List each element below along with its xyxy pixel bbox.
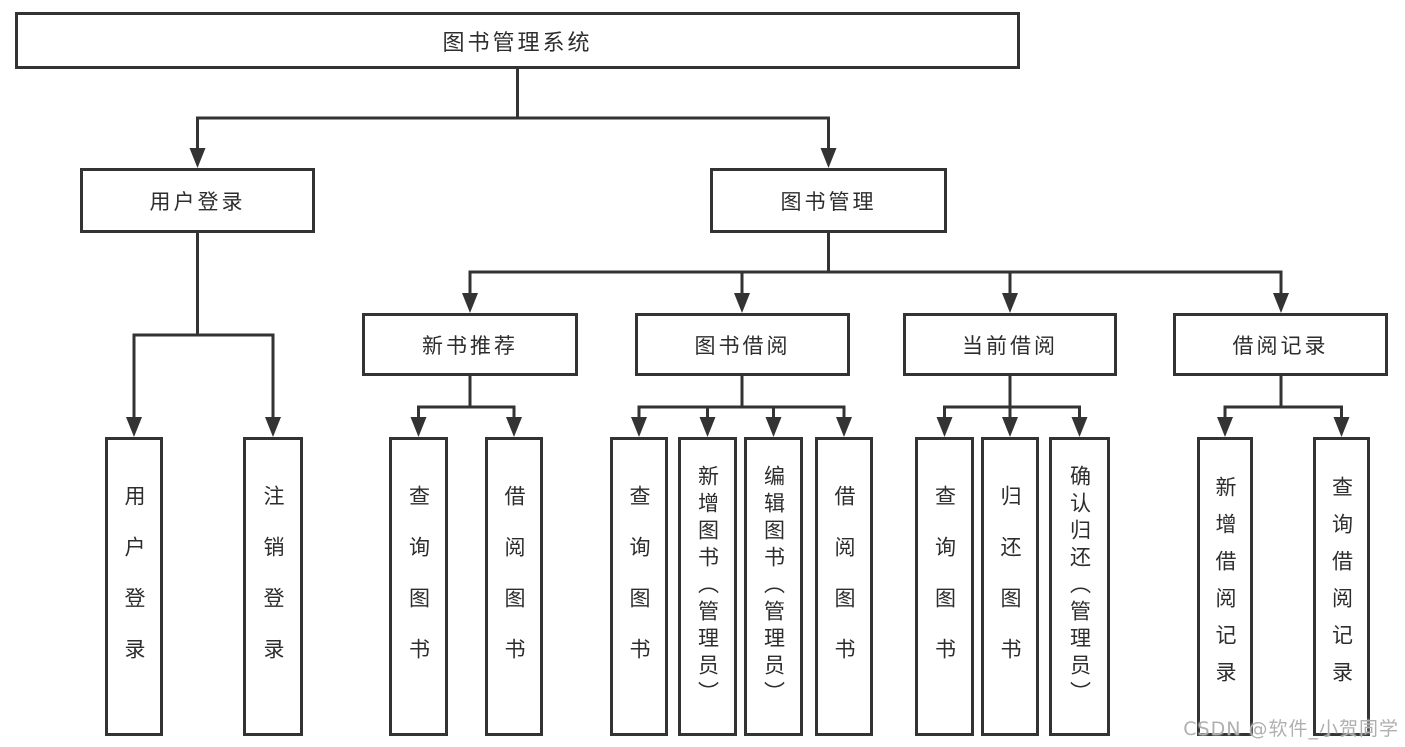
node-leaf-query-book-3: 查询图书 bbox=[915, 437, 974, 736]
connector-bookmgmt-branch bbox=[468, 233, 1283, 295]
csdn-watermark: CSDN @软件_小贺同学 bbox=[1183, 718, 1399, 740]
connector-newbook-branch bbox=[417, 376, 516, 419]
node-user-login: 用户登录 bbox=[80, 168, 315, 233]
connector-root-branch bbox=[196, 68, 830, 150]
connector-borrowrecord-branch bbox=[1223, 376, 1343, 419]
node-leaf-borrow-book-1: 借阅图书 bbox=[485, 437, 543, 736]
node-leaf-confirm-return-admin: 确认归还（管理员） bbox=[1049, 437, 1110, 736]
connector-bookborrow-branch bbox=[637, 376, 846, 419]
node-leaf-return-book: 归还图书 bbox=[981, 437, 1039, 736]
node-leaf-user-login: 用户登录 bbox=[105, 437, 163, 736]
node-leaf-query-book-2: 查询图书 bbox=[610, 437, 668, 736]
node-library-management-system: 图书管理系统 bbox=[15, 12, 1020, 69]
connector-currentborrow-branch bbox=[943, 376, 1081, 419]
node-leaf-query-borrow-record: 查询借阅记录 bbox=[1313, 437, 1370, 736]
node-leaf-add-borrow-record: 新增借阅记录 bbox=[1197, 437, 1253, 736]
node-book-borrowing: 图书借阅 bbox=[635, 313, 850, 376]
node-leaf-query-book-1: 查询图书 bbox=[389, 437, 448, 736]
node-current-borrowing: 当前借阅 bbox=[903, 313, 1117, 376]
node-borrow-records: 借阅记录 bbox=[1173, 313, 1388, 376]
connector-userlogin-branch bbox=[132, 233, 275, 419]
node-book-management: 图书管理 bbox=[710, 168, 947, 233]
node-leaf-add-book-admin: 新增图书（管理员） bbox=[678, 437, 737, 736]
node-leaf-logout: 注销登录 bbox=[243, 437, 303, 736]
node-new-book-recommend: 新书推荐 bbox=[362, 313, 578, 376]
node-leaf-borrow-book-2: 借阅图书 bbox=[815, 437, 873, 736]
node-leaf-edit-book-admin: 编辑图书（管理员） bbox=[744, 437, 803, 736]
